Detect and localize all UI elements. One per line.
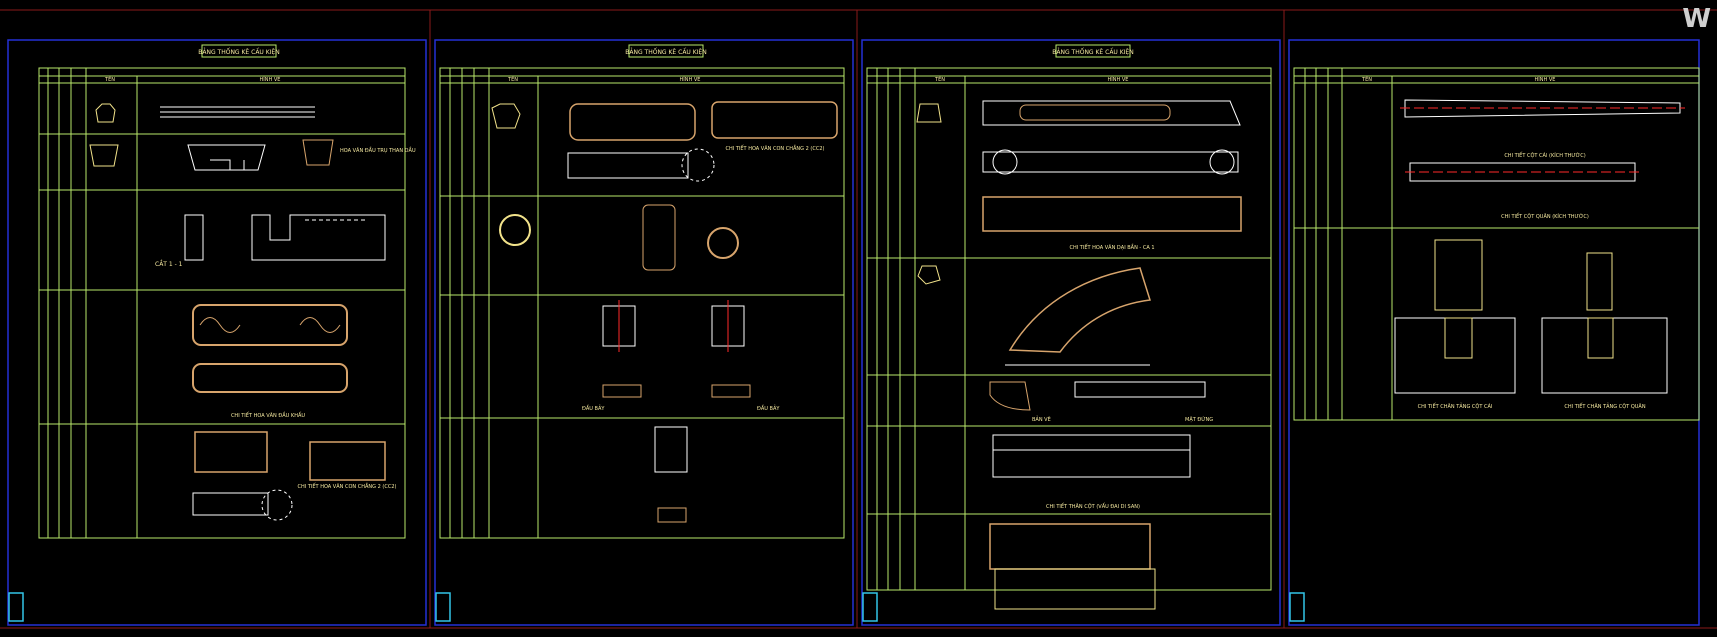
sheet-3[interactable]: BẢNG THỐNG KÊ CẤU KIỆN TÊN HÌNH VẼ CHI T…: [861, 39, 1281, 626]
sheet-3-caption-c: BẢN VẼ: [1032, 415, 1051, 423]
beam-elevation-1: [160, 106, 315, 118]
column-base-detail-2: [1541, 252, 1668, 394]
sheet-4-title-block: [1289, 592, 1305, 622]
sheet-4[interactable]: TÊN HÌNH VẼ CHI TIẾT CỘT CÁI (KÍCH THƯỚC…: [1288, 39, 1700, 626]
sheet-3-caption-b: CHI TIẾT THÂN CỘT (VẤU ĐAI DI SAN): [1046, 502, 1140, 510]
watermark-logo: W: [1682, 4, 1711, 34]
sheet-4-caption-b: CHI TIẾT CỘT QUÂN (KÍCH THƯỚC): [1501, 212, 1589, 220]
sheet-1-title-block: [8, 592, 24, 622]
sheet-1-caption-e: CẮT 1 - 1: [155, 260, 183, 268]
sheet-1-header-name: TÊN: [104, 75, 115, 83]
sheet-2-header-name: TÊN: [507, 75, 518, 83]
sheet-2-title-block: [435, 592, 451, 622]
sheet-3-title-block: [862, 592, 878, 622]
outer-frame: [0, 9, 1717, 629]
profile-icon: [95, 103, 116, 123]
joint-detail: [184, 214, 386, 261]
sheet-4-header-sketch: HÌNH VẼ: [1535, 76, 1556, 83]
sheet-3-title: BẢNG THỐNG KÊ CẤU KIỆN: [1052, 48, 1133, 56]
sheet-3-table: [866, 67, 1272, 591]
sheet-1-border: [7, 39, 427, 626]
sheet-3-border: [861, 39, 1281, 626]
sheet-3-caption-a: CHI TIẾT HOA VĂN DẠI BẦN - CA 1: [1069, 243, 1154, 251]
sheet-1-header-sketch: HÌNH VẼ: [260, 76, 281, 83]
sheet-3-header-sketch: HÌNH VẼ: [1108, 76, 1129, 83]
sheet-2-table: [439, 67, 845, 539]
sheet-4-caption-c: CHI TIẾT CHÂN TẢNG CỘT CÁI: [1418, 402, 1493, 410]
sheet-1-caption-b: CHI TIẾT HOA VĂN CON CHẮNG 2 (CC2): [298, 482, 397, 490]
sheet-2-caption-b: ĐẦU BẢY: [582, 404, 605, 412]
sheet-2-title: BẢNG THỐNG KÊ CẤU KIỆN: [625, 48, 706, 56]
sheet-1-caption-a: CHI TIẾT HOA VĂN ĐẦU KHẤU: [231, 411, 305, 419]
sheet-4-caption-a: CHI TIẾT CỘT CÁI (KÍCH THƯỚC): [1504, 151, 1585, 159]
ornament-panel-1: [192, 304, 348, 393]
sheet-1[interactable]: BẢNG THỐNG KÊ CẤU KIỆN TÊN HÌNH VẼ: [7, 39, 427, 626]
sheet-2-border: [434, 39, 854, 626]
bracket-drawing: [187, 144, 266, 171]
sheet-3-caption-d: MẶT ĐỨNG: [1185, 416, 1213, 423]
column-base-detail-1: [1394, 239, 1516, 394]
sheet-4-table: [1293, 67, 1700, 421]
sheet-2-caption-c: ĐẦU BẢY: [757, 404, 780, 412]
sheet-4-header-name: TÊN: [1361, 75, 1372, 83]
sheet-3-header-name: TÊN: [934, 75, 945, 83]
curved-rafter: [1008, 267, 1151, 353]
sheet-2-header-sketch: HÌNH VẼ: [680, 76, 701, 83]
sheet-2-caption-a: CHI TIẾT HOA VĂN CON CHẮNG 2 (CC2): [726, 144, 825, 152]
sheet-2[interactable]: BẢNG THỐNG KÊ CẤU KIỆN TÊN HÌNH VẼ CHI T…: [434, 39, 854, 626]
sheet-1-table: [38, 67, 406, 539]
sheet-1-caption-d: HOA VĂN ĐẦU TRỤ THAN DẦU: [340, 146, 416, 154]
sheet-4-caption-d: CHI TIẾT CHÂN TẢNG CỘT QUÂN: [1564, 402, 1645, 410]
sheet-1-title: BẢNG THỐNG KÊ CẤU KIỆN: [198, 48, 279, 56]
